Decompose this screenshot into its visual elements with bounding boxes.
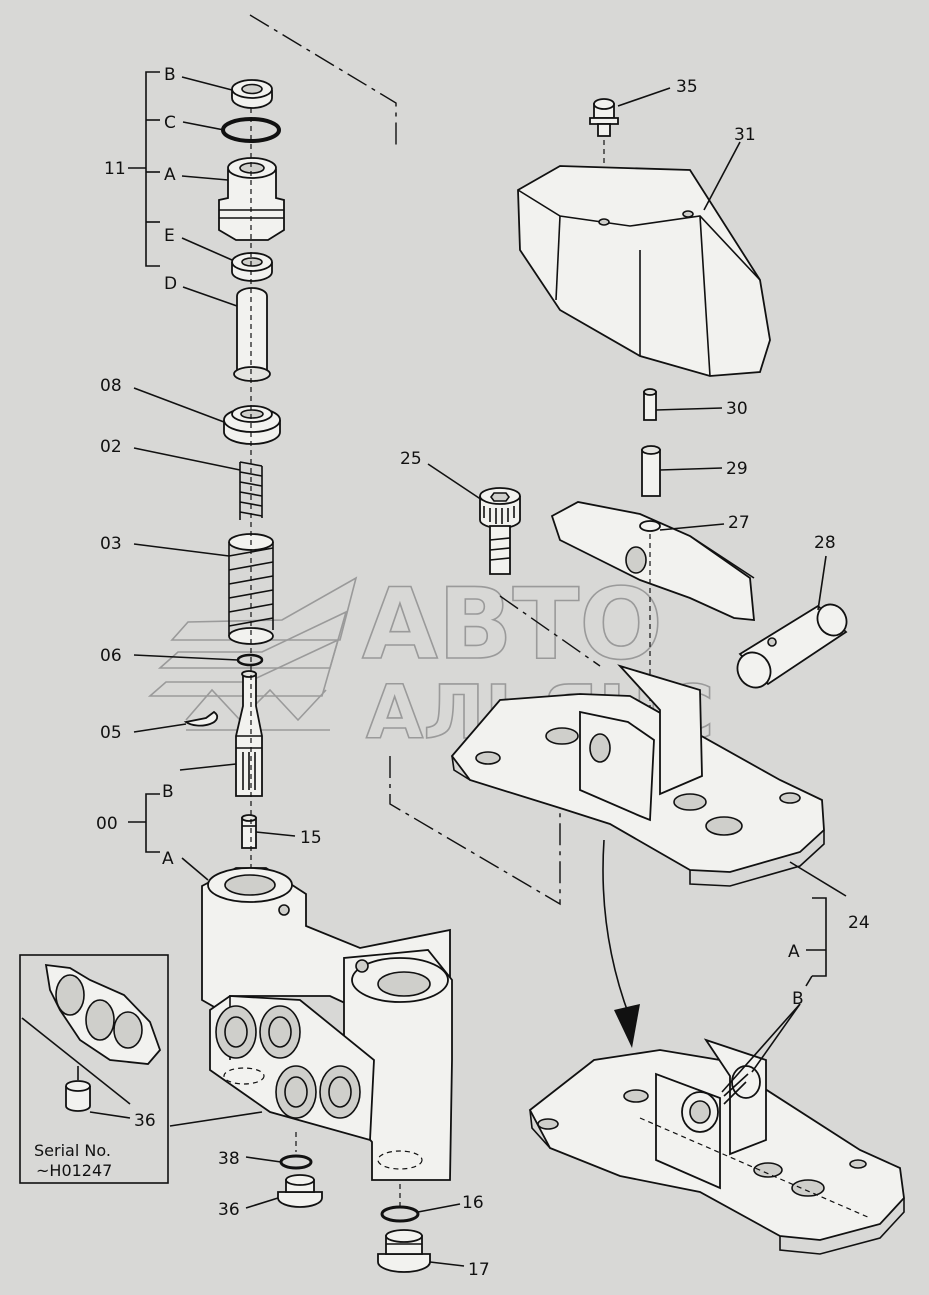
label-24B: B: [792, 989, 804, 1009]
part-05-retainer: [133, 710, 219, 733]
bracket-00: [128, 793, 160, 853]
part-11E-ring: [181, 237, 273, 282]
label-11: 11: [104, 159, 126, 179]
label-28: 28: [814, 533, 836, 553]
assembly-lines: [389, 534, 651, 906]
label-11C: C: [164, 113, 176, 133]
part-00-spool: [179, 670, 263, 797]
label-00B: B: [162, 782, 174, 802]
label-06: 06: [100, 646, 122, 666]
part-25-cap-screw: [427, 463, 521, 575]
part-27-lever: [550, 501, 755, 622]
part-08-seat: [133, 387, 281, 445]
serial-inset: Serial No. ~H01247: [19, 954, 169, 1184]
label-35: 35: [676, 77, 698, 97]
part-11C-o-ring: [182, 117, 281, 143]
part-31-cover: [517, 141, 771, 377]
part-03-spring: [133, 533, 274, 645]
label-11E: E: [164, 226, 175, 246]
part-28-pin: [736, 555, 848, 689]
label-11B: B: [164, 65, 176, 85]
serial-no-value: ~H01247: [36, 1161, 112, 1180]
label-24: 24: [848, 913, 870, 933]
label-00A: A: [162, 849, 174, 869]
label-25: 25: [400, 449, 422, 469]
bracket-11: [128, 71, 160, 267]
bracket-24: [805, 897, 827, 987]
inset-leader: [169, 1111, 263, 1127]
label-08: 08: [100, 376, 122, 396]
part-24-assembled-view: [528, 1003, 905, 1255]
label-02: 02: [100, 437, 122, 457]
label-00: 00: [96, 814, 118, 834]
label-11D: D: [164, 274, 177, 294]
transition-arrow: [602, 839, 640, 1048]
label-29: 29: [726, 459, 748, 479]
serial-no-label: Serial No.: [34, 1141, 111, 1160]
label-15: 15: [300, 828, 322, 848]
callout-labels: 11 B C A E D 08 02 03 06 05 00 B 15 A 36…: [96, 65, 870, 1280]
part-06-washer: [133, 653, 264, 667]
part-36-plug: [245, 1174, 323, 1209]
part-38-o-ring: [245, 1132, 313, 1170]
label-16: 16: [462, 1193, 484, 1213]
label-03: 03: [100, 534, 122, 554]
label-36-inset: 36: [134, 1111, 156, 1131]
part-02-spring: [133, 447, 263, 520]
part-11B-ring: [181, 76, 273, 109]
part-16-o-ring: [380, 1184, 461, 1223]
watermark-text-line1: АВТО: [362, 568, 663, 682]
label-27: 27: [728, 513, 750, 533]
part-00A-valve-body: [181, 857, 453, 1181]
part-11D-piston: [182, 286, 271, 382]
part-11A-sleeve: [181, 157, 285, 241]
label-05: 05: [100, 723, 122, 743]
label-24A: A: [788, 942, 800, 962]
label-36: 36: [218, 1200, 240, 1220]
part-15-pin: [241, 814, 296, 849]
part-29-pin: [641, 445, 723, 497]
label-17: 17: [468, 1260, 490, 1280]
part-30-pin: [643, 388, 723, 421]
label-38: 38: [218, 1149, 240, 1169]
part-24-bracket: [450, 664, 847, 897]
label-31: 31: [734, 125, 756, 145]
label-11A: A: [164, 165, 176, 185]
part-17-plug: [377, 1229, 465, 1273]
part-35-bolt: [589, 87, 671, 137]
top-axis-line: [249, 14, 397, 148]
label-30: 30: [726, 399, 748, 419]
